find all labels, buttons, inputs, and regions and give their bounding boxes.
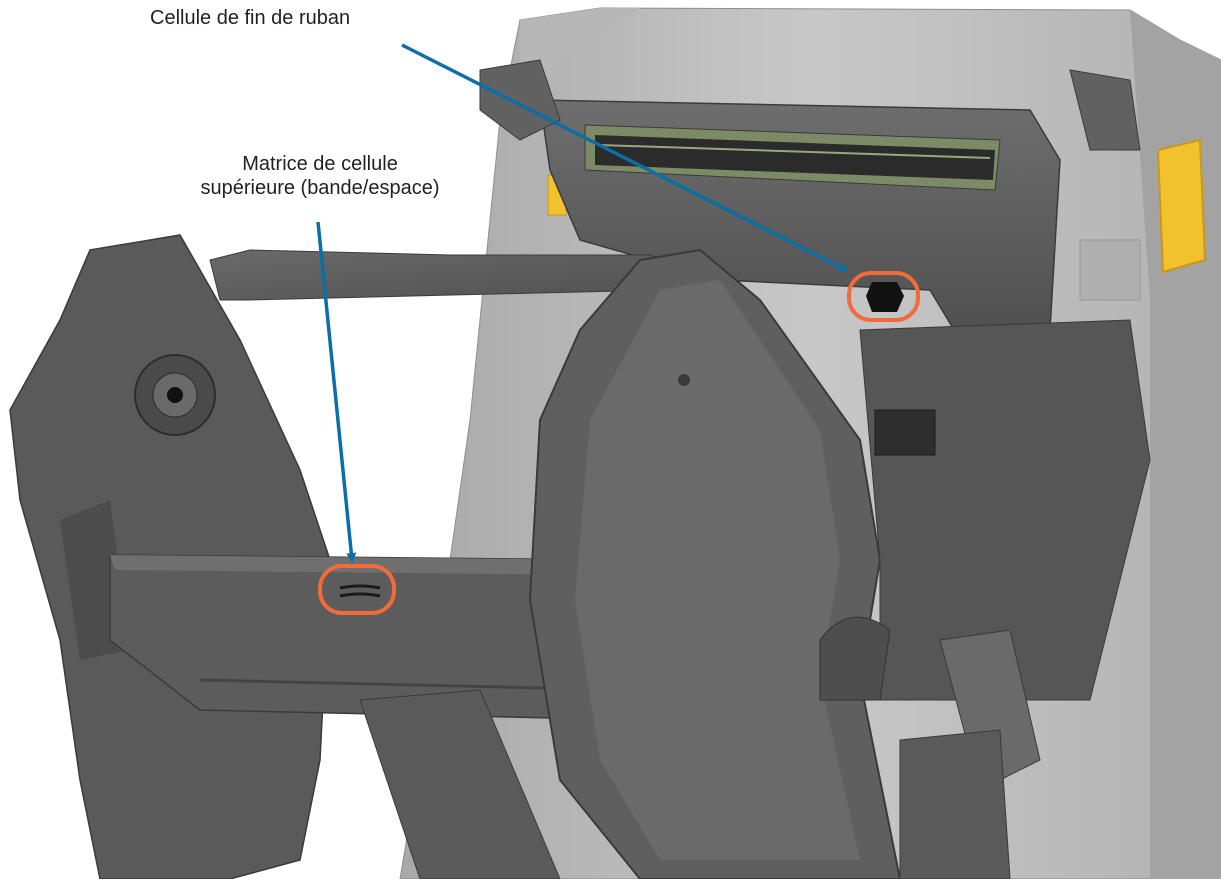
- ribbon-sensor-highlight: [847, 271, 920, 322]
- center-cover-panel: [528, 248, 936, 880]
- upper-sensor-label: Matrice de cellule supérieure (bande/esp…: [160, 152, 480, 200]
- printhead-assembly: [479, 59, 1141, 341]
- upper-sensor-label-line2: supérieure (bande/espace): [200, 177, 440, 199]
- ribbon-out-sensor-window: [866, 282, 904, 312]
- ribbon-out-sensor-label: Cellule de fin de ruban: [150, 7, 351, 29]
- callout-arrows: [316, 43, 849, 563]
- ribbon-sensor-arrow: [401, 43, 849, 272]
- upper-sensor-arrow: [316, 221, 357, 563]
- upper-sensor-highlight: [318, 564, 396, 615]
- upper-sensor-label-line1: Matrice de cellule: [242, 153, 398, 175]
- highlight-markers: [318, 271, 920, 615]
- platen-mechanism: [359, 319, 1151, 880]
